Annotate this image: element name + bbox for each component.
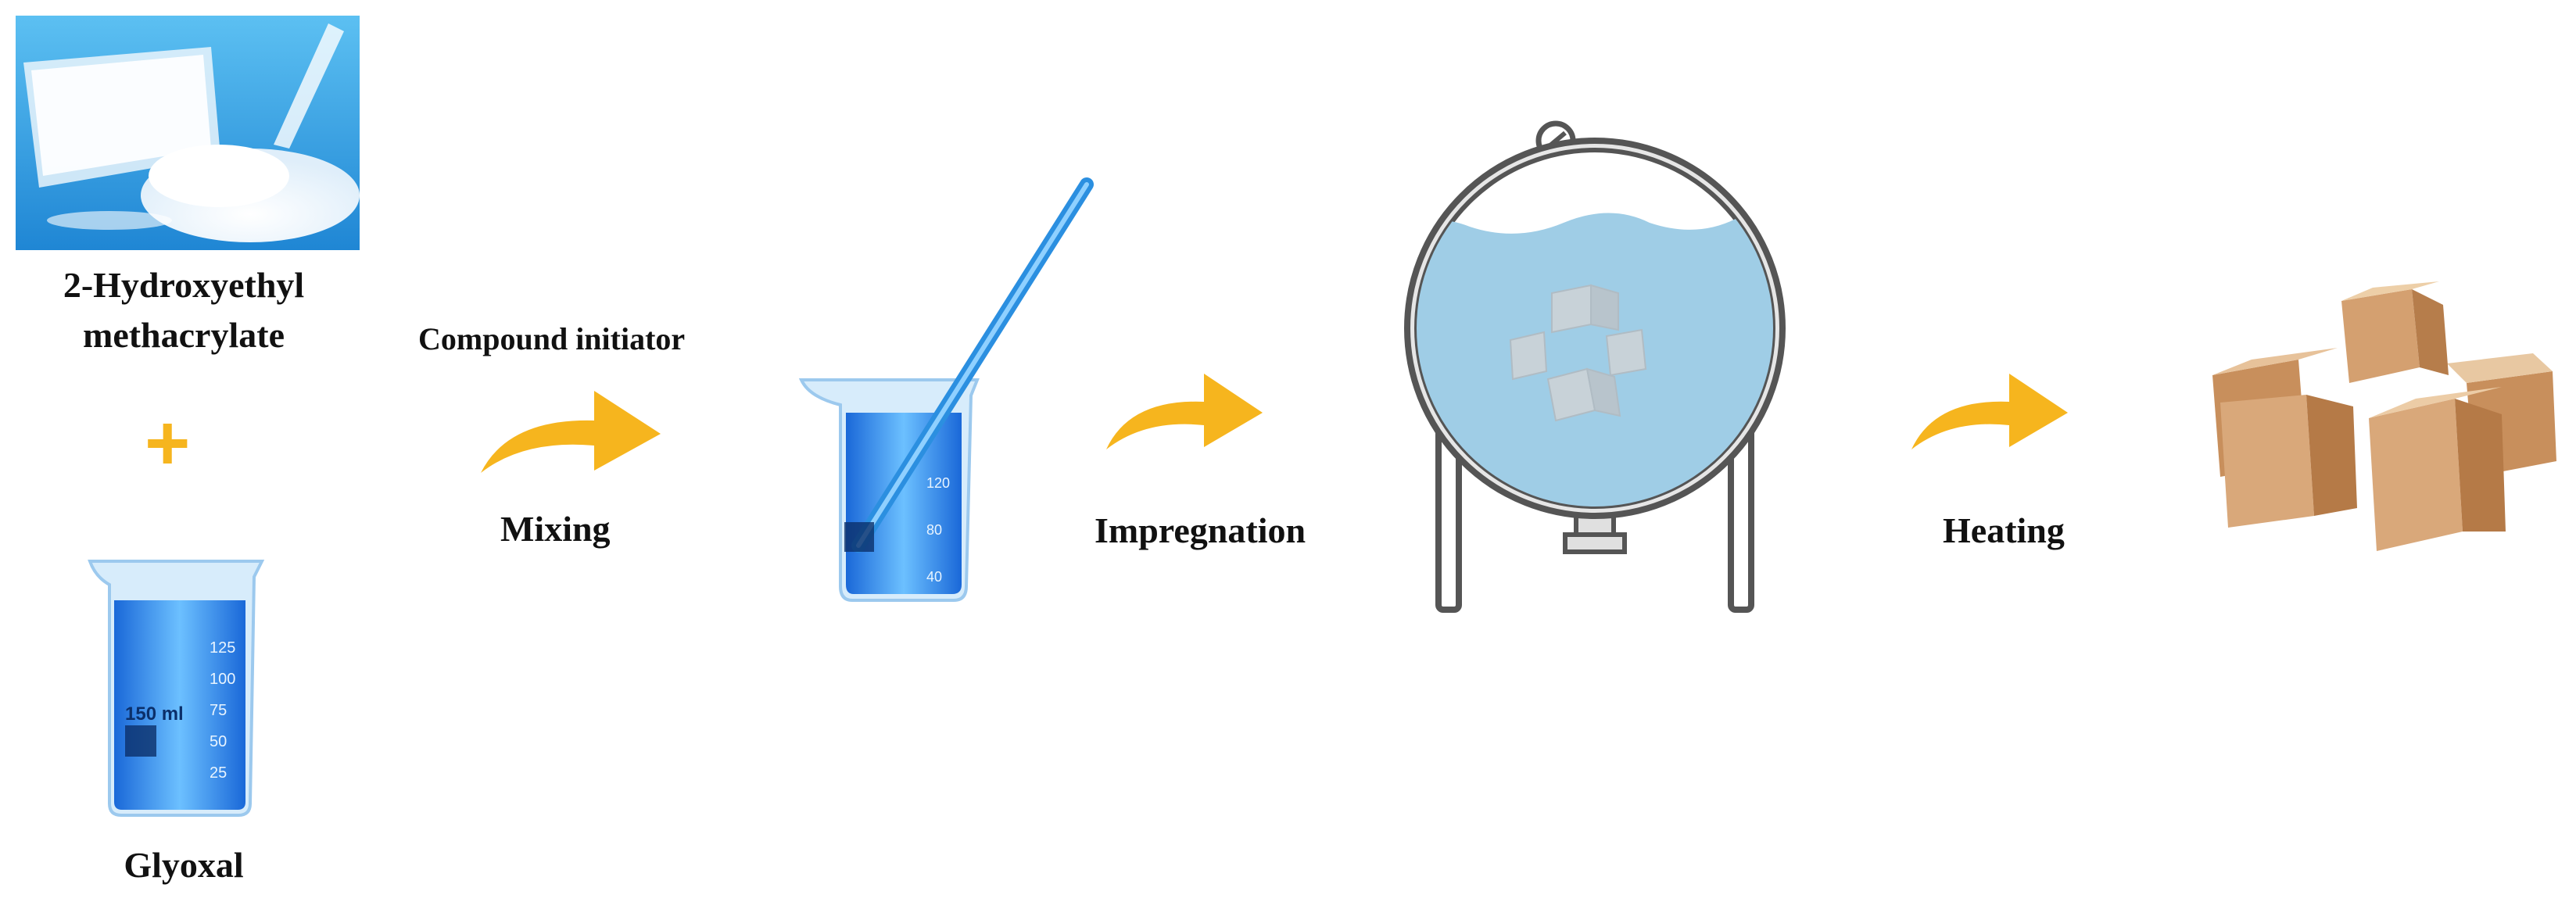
step-2-bottom-label: Impregnation: [1095, 510, 1306, 550]
beaker-tick: 75: [210, 702, 228, 719]
mix-beaker-tick: 120: [926, 475, 951, 491]
pressure-vessel-icon: [1392, 120, 1798, 633]
plus-symbol: +: [145, 399, 191, 487]
reagent-1-label-line1: 2-Hydroxyethyl: [63, 265, 305, 305]
beaker-volume-label: 150 ml: [125, 703, 184, 725]
beaker-tick: 100: [210, 671, 236, 688]
beaker-icon: [86, 553, 274, 819]
mix-beaker-tick-list: 120 80 40: [926, 475, 973, 616]
reagent-2-label: Glyoxal: [124, 845, 244, 885]
wood-blocks-icon: [2205, 281, 2572, 563]
step-1-top-label: Compound initiator: [418, 321, 686, 356]
curved-arrow-icon: [1102, 367, 1267, 453]
mix-beaker-tick: 40: [926, 569, 943, 585]
stirring-beaker-icon: [797, 177, 1095, 608]
curved-arrow-icon: [1908, 367, 2072, 453]
mix-beaker-tick: 80: [926, 522, 943, 538]
beaker-tick: 50: [210, 733, 228, 750]
reagent-1-label-line2: methacrylate: [83, 315, 285, 355]
step-3-bottom-label: Heating: [1943, 510, 2065, 550]
curved-arrow-icon: [477, 383, 665, 477]
beaker-tick: 25: [210, 764, 228, 782]
powder-photo-icon: [16, 16, 360, 250]
beaker-tick: 125: [210, 639, 236, 657]
beaker-tick-list: 125 100 75 50 25: [210, 639, 256, 796]
step-1-bottom-label: Mixing: [500, 509, 611, 549]
